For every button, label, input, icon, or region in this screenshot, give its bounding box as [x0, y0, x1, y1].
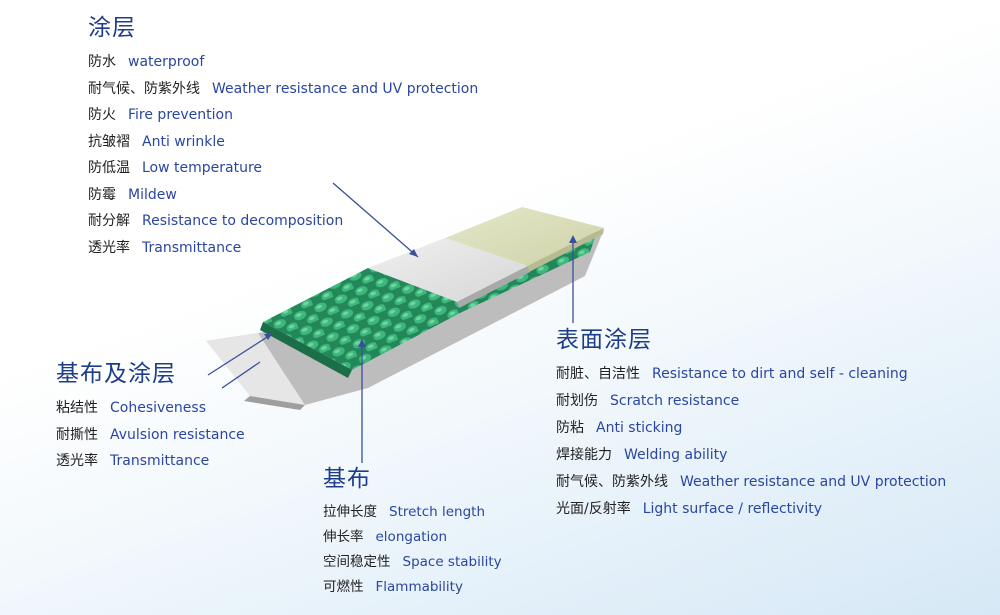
surface-coating-layer: [368, 238, 530, 308]
base-coating-pointer-upper: [207, 333, 273, 376]
base-fabric-layer: [260, 229, 598, 378]
pointer-lines: [207, 182, 574, 463]
surface-coating-title: 表面涂层: [556, 327, 652, 353]
coating-title: 涂层: [88, 15, 136, 41]
coating-pointer: [332, 182, 419, 258]
base-coating-pointer-lower: [221, 361, 261, 389]
base-and-coating-title: 基布及涂层: [56, 361, 176, 387]
pointer-arrowheads: [264, 235, 577, 347]
base-fabric-title: 基布: [323, 466, 371, 492]
top-coating-layer: [445, 207, 604, 272]
